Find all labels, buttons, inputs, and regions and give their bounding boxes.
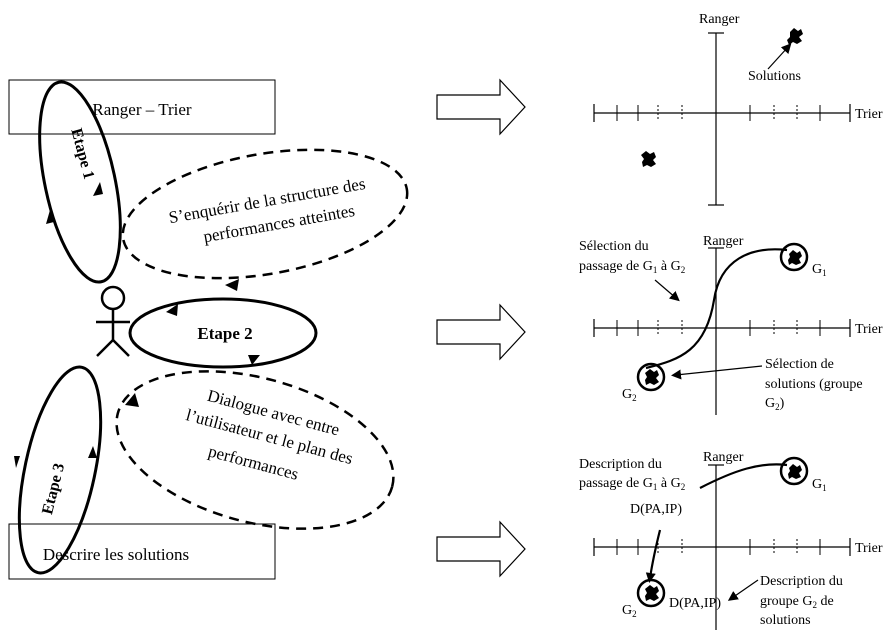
graph3-g2-label: G2	[622, 603, 637, 619]
etape3-loop: Etape 3	[14, 365, 103, 575]
graph1-x-label: Trier	[855, 107, 883, 122]
graph3-y-label: Ranger	[703, 450, 744, 465]
graph2-selsol-line2: solutions (groupe	[765, 377, 863, 392]
box-ranger-trier-label: Ranger – Trier	[92, 100, 192, 119]
graph2-selection-line1: Sélection du	[579, 239, 649, 254]
graph2-path-curve	[645, 248, 788, 370]
graph1-solutions-label: Solutions	[748, 69, 801, 84]
graph1-cluster-bottom	[641, 151, 656, 167]
graph2-selsol-line1: Sélection de	[765, 357, 834, 372]
user-figure	[96, 285, 130, 357]
graph3-d-upper: D(PA,IP)	[630, 502, 682, 517]
graph3-path-top	[699, 463, 788, 489]
graph2-g1-label: G1	[812, 262, 827, 278]
box-descrire: Descrire les solutions	[8, 523, 276, 580]
etape3-label: Etape 3	[39, 462, 68, 517]
graph1-y-label: Ranger	[699, 12, 740, 27]
graph3-desc-line1: Description du	[579, 457, 662, 472]
bubble-structure: S’enquérir de la structure des performan…	[121, 148, 409, 291]
graph2-x-label: Trier	[855, 322, 883, 337]
graph3-g1-label: G1	[812, 477, 827, 493]
arrow-1	[436, 78, 526, 136]
box-ranger-trier: Ranger – Trier	[8, 79, 276, 135]
arrow-2	[436, 303, 526, 361]
graph3-descgroup-line2: groupe G2 de	[760, 594, 834, 610]
graph3-x-label: Trier	[855, 541, 883, 556]
arrow-3	[436, 520, 526, 578]
etape2-label: Etape 2	[197, 324, 252, 343]
graph2-y-label: Ranger	[703, 234, 744, 249]
graph1: Ranger Trier Solutions	[593, 12, 883, 206]
graph3: Ranger Trier Description du passage de G…	[579, 450, 883, 630]
etape1-label: Etape 1	[67, 127, 97, 182]
graph3-path-bottom	[645, 529, 662, 583]
box-descrire-label: Descrire les solutions	[43, 545, 189, 564]
graph3-descgroup-line1: Description du	[760, 574, 843, 589]
etape2-loop: Etape 2	[128, 297, 318, 369]
graph3-d-lower: D(PA,IP)	[669, 596, 721, 611]
graph3-descgroup-line3: solutions	[760, 613, 811, 628]
graph2-selection-line2: passage de G1 à G2	[579, 259, 685, 275]
graph2-selsol-line3: G2)	[765, 396, 785, 412]
graph3-desc-line2: passage de G1 à G2	[579, 476, 685, 492]
graph1-cluster-top	[787, 28, 803, 45]
graph2-g2-label: G2	[622, 387, 637, 403]
graph2: Ranger Trier Sélection du passage de G1 …	[579, 234, 883, 415]
